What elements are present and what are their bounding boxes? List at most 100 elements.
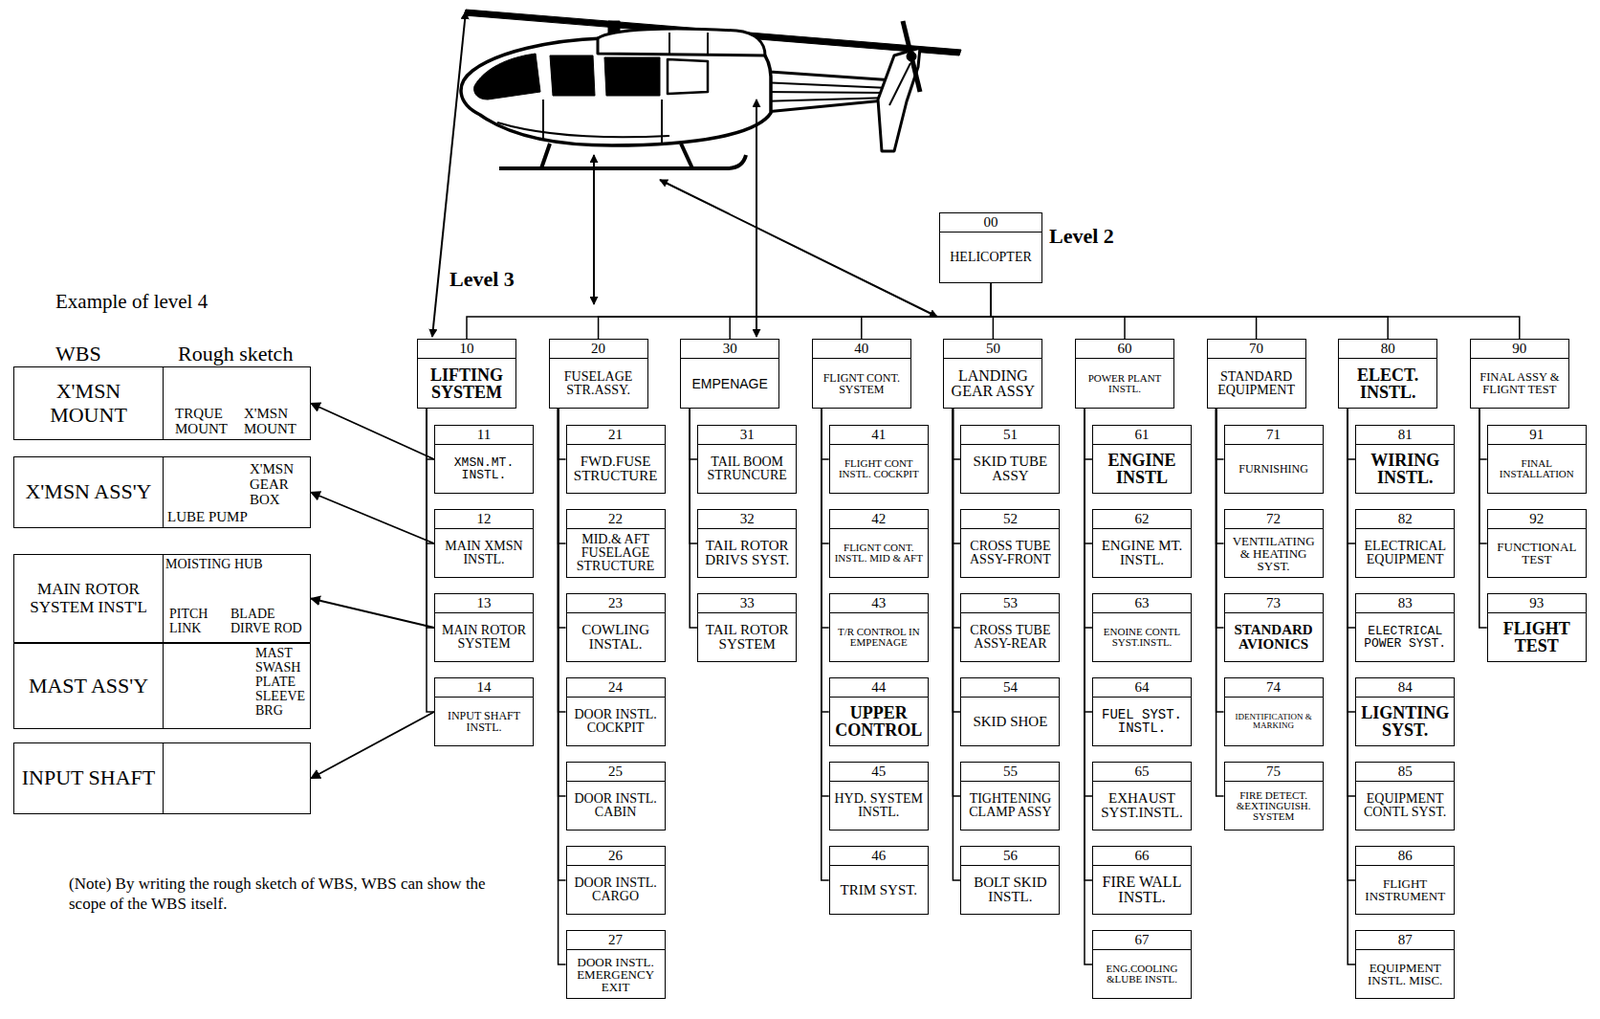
helicopter-illustration (889, 63, 911, 106)
wbs-box: 50LANDING GEAR ASSY (942, 338, 1043, 409)
wbs-box: 82ELECTRICAL EQUIPMENT (1355, 508, 1455, 578)
wbs-box: 46TRIM SYST. (829, 845, 929, 915)
wbs-box: 87EQUIPMENT INSTL. MISC. (1355, 929, 1455, 999)
wbs-number: 50 (943, 339, 1042, 359)
heading-label: Level 3 (449, 266, 515, 292)
sketch-label: X'MSN MOUNT (243, 405, 309, 437)
wbs-box: 86FLIGHT INSTRUMENT (1355, 845, 1455, 915)
wbs-box: 27DOOR INSTL. EMERGENCY EXIT (566, 929, 666, 999)
wbs-box: 74IDENTIFICATION & MARKING (1224, 677, 1324, 746)
wbs-box: 32TAIL ROTOR DRIVS SYST. (697, 508, 797, 578)
connector (310, 711, 435, 779)
connector (821, 408, 830, 796)
connector (1347, 408, 1356, 712)
wbs-title: LANDING GEAR ASSY (943, 358, 1042, 408)
connector (821, 408, 830, 460)
wbs-number: 13 (435, 593, 533, 614)
wbs-title: LIFTING SYSTEM (417, 358, 516, 408)
connector (558, 408, 567, 796)
wbs-number: 92 (1488, 509, 1586, 529)
helicopter-illustration (497, 122, 670, 137)
wbs-box: 13MAIN ROTOR SYSTEM (434, 592, 534, 662)
connector (952, 408, 961, 544)
wbs-number: 54 (961, 678, 1059, 698)
wbs-box: 92FUNCTIONAL TEST (1487, 508, 1587, 578)
wbs-number: 44 (830, 678, 928, 698)
wbs-title: FLIGNT CONT. SYSTEM (812, 358, 911, 408)
connector (426, 408, 435, 460)
connector (821, 408, 830, 628)
wbs-box: 42FLIGNT CONT. INSTL. MID & AFT (829, 508, 929, 578)
wbs-number: 67 (1093, 930, 1191, 950)
wbs-number: 65 (1093, 762, 1191, 782)
wbs-box: 84LIGNTING SYST. (1355, 677, 1455, 746)
connector (1216, 408, 1225, 460)
wbs-number: 75 (1225, 762, 1323, 782)
wbs-title: HYD. SYSTEM INSTL. (830, 781, 928, 830)
connector (1347, 408, 1356, 628)
connector (952, 408, 961, 712)
wbs-title: ENGINE INSTL (1093, 444, 1191, 493)
wbs-number: 60 (1075, 339, 1174, 359)
connector (1216, 408, 1225, 628)
wbs-number: 46 (830, 846, 928, 866)
connector (558, 408, 567, 965)
helicopter-illustration (541, 143, 693, 169)
wbs-title: TRIM SYST. (830, 865, 928, 914)
wbs-title: ENOINE CONTL SYST.INSTL. (1093, 613, 1191, 661)
wbs-title: BOLT SKID INSTL. (961, 865, 1059, 914)
connector (861, 283, 991, 339)
wbs-title: FUSELAGE STR.ASSY. (549, 358, 648, 408)
wbs-title: EQUIPMENT CONTL SYST. (1356, 781, 1454, 830)
wbs-number: 85 (1356, 762, 1454, 782)
wbs-title: TIGHTENING CLAMP ASSY (961, 781, 1059, 830)
connector (1347, 408, 1356, 880)
wbs-example-row: X'MSN ASS'YX'MSN GEAR BOXLUBE PUMP (13, 456, 311, 528)
wbs-box: 60POWER PLANT INSTL. (1074, 338, 1175, 409)
wbs-number: 12 (435, 509, 533, 529)
wbs-box: 25DOOR INSTL. CABIN (566, 761, 666, 831)
wbs-box: 23COWLING INSTAL. (566, 592, 666, 662)
wbs-box: 51SKID TUBE ASSY (960, 424, 1060, 494)
connector (990, 283, 1125, 339)
scope-arrow (592, 154, 595, 305)
connector (952, 408, 961, 796)
wbs-number: 61 (1093, 425, 1191, 445)
connector (689, 408, 698, 544)
wbs-box: 62ENGINE MT. INSTL. (1092, 508, 1192, 578)
wbs-box: 65EXHAUST SYST.INSTL. (1092, 761, 1192, 831)
helicopter-illustration (597, 28, 766, 56)
wbs-title: IDENTIFICATION & MARKING (1225, 697, 1323, 746)
connector (952, 408, 961, 880)
wbs-number: 10 (417, 339, 516, 359)
wbs-name: X'MSN ASS'Y (14, 457, 164, 527)
wbs-title: DOOR INSTL. EMERGENCY EXIT (567, 949, 665, 998)
wbs-number: 20 (549, 339, 648, 359)
wbs-number: 45 (830, 762, 928, 782)
wbs-box: 73STANDARD AVIONICS (1224, 592, 1324, 662)
wbs-number: 81 (1356, 425, 1454, 445)
wbs-title: FWD.FUSE STRUCTURE (567, 444, 665, 493)
wbs-example-row: INPUT SHAFT (13, 742, 311, 814)
wbs-number: 25 (567, 762, 665, 782)
connector (1347, 408, 1356, 965)
connector (1084, 408, 1093, 796)
connector (952, 408, 961, 628)
wbs-box: 43T/R CONTROL IN EMPENAGE (829, 592, 929, 662)
sketch-label: LUBE PUMP (167, 508, 273, 525)
wbs-number: 70 (1207, 339, 1306, 359)
connector (558, 408, 567, 880)
heading-label: WBS (55, 341, 102, 367)
note-text: (Note) By writing the rough sketch of WB… (68, 873, 490, 915)
wbs-title: POWER PLANT INSTL. (1075, 358, 1174, 408)
wbs-title: TAIL BOOM STRUNCURE (698, 444, 796, 493)
wbs-title: MAIN XMSN INSTL. (435, 528, 533, 577)
connector (598, 283, 991, 339)
connector (1479, 408, 1488, 544)
wbs-box: 30EMPENAGE (679, 338, 780, 409)
connector (1084, 408, 1093, 965)
wbs-number: 24 (567, 678, 665, 698)
wbs-number: 31 (698, 425, 796, 445)
wbs-box: 80ELECT. INSTL. (1337, 338, 1438, 409)
wbs-number: 90 (1470, 339, 1569, 359)
